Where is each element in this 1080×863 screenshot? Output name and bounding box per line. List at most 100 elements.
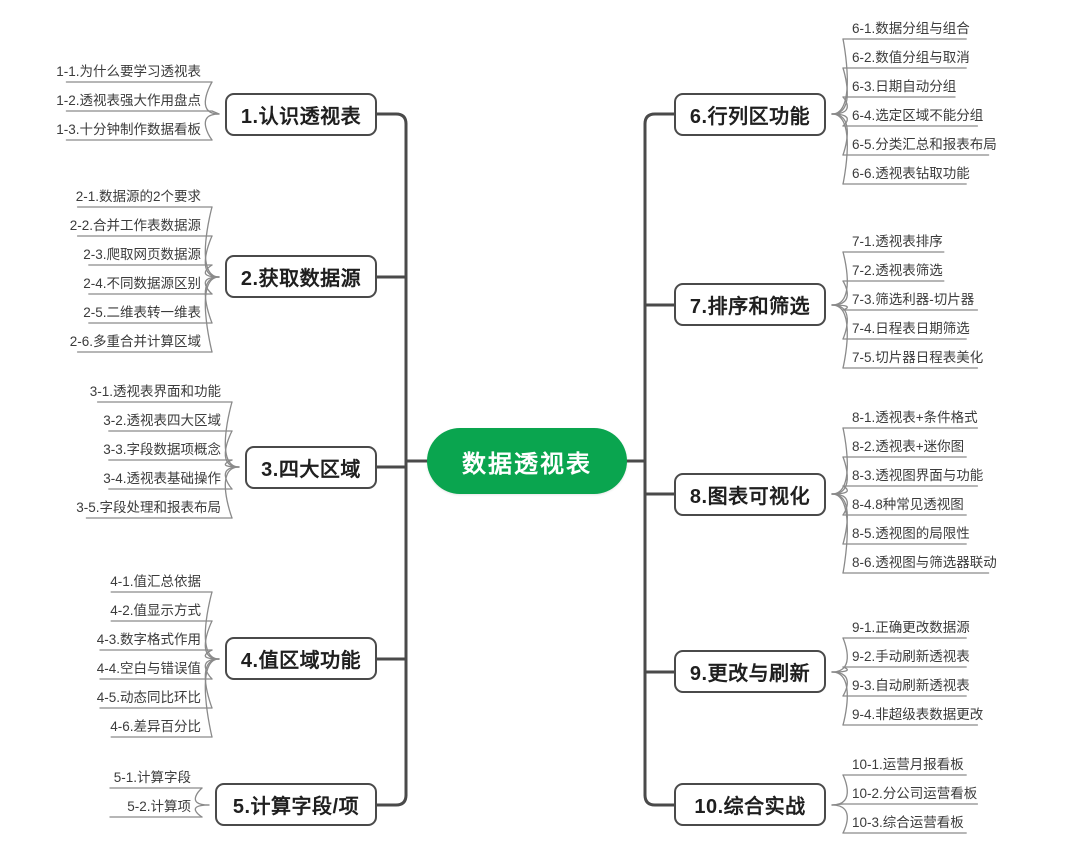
leaf-item[interactable]: 8-3.透视图界面与功能	[852, 468, 984, 483]
leaf-item[interactable]: 6-2.数值分组与取消	[852, 50, 970, 65]
left-leaf-curve-4-4	[204, 658, 220, 680]
leaf-item[interactable]: 5-1.计算字段	[113, 770, 191, 785]
leaf-item[interactable]: 1-1.为什么要学习透视表	[56, 64, 201, 79]
right-leaf-curve-5-3	[831, 804, 848, 834]
leaf-item[interactable]: 7-3.筛选利器-切片器	[852, 292, 975, 307]
left-leaf-curve-4-1	[204, 591, 220, 660]
leaf-item[interactable]: 3-4.透视表基础操作	[103, 471, 221, 486]
leaf-item[interactable]: 4-3.数字格式作用	[96, 632, 201, 647]
leaf-item[interactable]: 2-4.不同数据源区别	[83, 276, 201, 291]
leaf-item[interactable]: 8-6.透视图与筛选器联动	[852, 555, 997, 570]
left-leaf-curve-1-1	[204, 81, 220, 115]
left-leaf-curve-2-2	[204, 235, 220, 278]
left-leaf-curve-3-5	[224, 466, 240, 519]
branch-node-1[interactable]: 6.行列区功能	[674, 93, 826, 136]
branch-node-5[interactable]: 5.计算字段/项	[215, 783, 377, 826]
left-leaf-curve-5-2	[194, 804, 210, 818]
leaf-item[interactable]: 8-4.8种常见透视图	[852, 497, 964, 512]
leaf-item[interactable]: 3-3.字段数据项概念	[103, 442, 221, 457]
right-leaf-curve-2-3	[831, 304, 848, 311]
right-branch-link-1	[643, 112, 676, 126]
right-leaf-curve-1-4	[831, 113, 848, 127]
leaf-item[interactable]: 8-5.透视图的局限性	[852, 526, 970, 541]
right-leaf-curve-2-4	[831, 304, 848, 340]
leaf-item[interactable]: 7-5.切片器日程表美化	[852, 350, 984, 365]
leaf-item[interactable]: 4-2.值显示方式	[110, 603, 201, 618]
right-leaf-curve-2-2	[831, 280, 848, 306]
right-leaf-curve-4-3	[831, 671, 848, 697]
left-leaf-curve-3-1	[224, 401, 240, 468]
right-leaf-curve-1-3	[831, 96, 848, 115]
branch-node-4[interactable]: 4.值区域功能	[225, 637, 377, 680]
branch-node-2[interactable]: 2.获取数据源	[225, 255, 377, 298]
leaf-item[interactable]: 4-4.空白与错误值	[96, 661, 201, 676]
leaf-item[interactable]: 10-2.分公司运营看板	[852, 786, 978, 801]
leaf-item[interactable]: 6-5.分类汇总和报表布局	[852, 137, 997, 152]
right-leaf-curve-5-1	[831, 774, 848, 806]
left-leaf-curve-3-2	[224, 430, 240, 468]
right-leaf-curve-2-5	[831, 304, 848, 369]
leaf-item[interactable]: 2-3.爬取网页数据源	[83, 247, 201, 262]
leaf-item[interactable]: 4-6.差异百分比	[110, 719, 201, 734]
branch-node-1[interactable]: 1.认识透视表	[225, 93, 377, 136]
leaf-item[interactable]: 1-2.透视表强大作用盘点	[56, 93, 201, 108]
left-leaf-curve-4-2	[204, 620, 220, 660]
leaf-item[interactable]: 6-1.数据分组与组合	[852, 21, 970, 36]
leaf-item[interactable]: 5-2.计算项	[127, 799, 191, 814]
left-leaf-curve-2-3	[204, 264, 220, 278]
right-leaf-curve-3-2	[831, 456, 848, 495]
left-branch-link-1	[375, 112, 408, 126]
right-leaf-curve-4-1	[831, 637, 848, 673]
leaf-item[interactable]: 2-1.数据源的2个要求	[75, 189, 201, 204]
leaf-item[interactable]: 10-1.运营月报看板	[852, 757, 964, 772]
left-leaf-curve-2-4	[204, 276, 220, 295]
left-leaf-curve-1-3	[204, 113, 220, 141]
right-leaf-curve-1-5	[831, 113, 848, 156]
right-leaf-curve-3-6	[831, 493, 848, 574]
branch-node-4[interactable]: 9.更改与刷新	[674, 650, 826, 693]
right-leaf-curve-3-4	[831, 493, 848, 516]
branch-node-3[interactable]: 8.图表可视化	[674, 473, 826, 516]
leaf-item[interactable]: 7-1.透视表排序	[852, 234, 943, 249]
branch-node-5[interactable]: 10.综合实战	[674, 783, 826, 826]
leaf-item[interactable]: 8-1.透视表+条件格式	[852, 410, 978, 425]
leaf-item[interactable]: 1-3.十分钟制作数据看板	[56, 122, 201, 137]
root-node[interactable]: 数据透视表	[427, 428, 627, 494]
right-leaf-curve-1-1	[831, 38, 848, 115]
leaf-item[interactable]: 9-3.自动刷新透视表	[852, 678, 970, 693]
leaf-item[interactable]: 6-6.透视表钻取功能	[852, 166, 970, 181]
leaf-item[interactable]: 4-1.值汇总依据	[110, 574, 201, 589]
right-leaf-curve-3-5	[831, 493, 848, 545]
left-leaf-curve-4-3	[204, 649, 220, 660]
right-leaf-curve-5-2	[831, 803, 844, 806]
leaf-item[interactable]: 2-5.二维表转一维表	[83, 305, 201, 320]
right-branch-link-5	[643, 793, 676, 807]
leaf-item[interactable]: 7-2.透视表筛选	[852, 263, 943, 278]
leaf-item[interactable]: 9-2.手动刷新透视表	[852, 649, 970, 664]
leaf-item[interactable]: 4-5.动态同比环比	[96, 690, 201, 705]
leaf-item[interactable]: 9-1.正确更改数据源	[852, 620, 970, 635]
left-leaf-curve-5-1	[194, 787, 210, 806]
right-leaf-curve-4-4	[831, 671, 848, 726]
leaf-item[interactable]: 3-5.字段处理和报表布局	[76, 500, 221, 515]
leaf-item[interactable]: 6-3.日期自动分组	[852, 79, 957, 94]
leaf-item[interactable]: 2-2.合并工作表数据源	[69, 218, 201, 233]
left-leaf-curve-3-3	[224, 459, 240, 468]
leaf-item[interactable]: 7-4.日程表日期筛选	[852, 321, 970, 336]
right-leaf-curve-4-2	[831, 666, 848, 673]
leaf-item[interactable]: 9-4.非超级表数据更改	[852, 707, 984, 722]
leaf-item[interactable]: 3-1.透视表界面和功能	[89, 384, 221, 399]
leaf-item[interactable]: 8-2.透视表+迷你图	[852, 439, 965, 454]
left-leaf-curve-4-5	[204, 658, 220, 709]
branch-node-2[interactable]: 7.排序和筛选	[674, 283, 826, 326]
branch-node-3[interactable]: 3.四大区域	[245, 446, 377, 489]
left-leaf-curve-3-4	[224, 466, 240, 490]
leaf-item[interactable]: 6-4.选定区域不能分组	[852, 108, 984, 123]
right-leaf-curve-3-1	[831, 427, 848, 495]
leaf-item[interactable]: 2-6.多重合并计算区域	[69, 334, 201, 349]
left-leaf-curve-2-1	[204, 206, 220, 278]
leaf-item[interactable]: 3-2.透视表四大区域	[103, 413, 221, 428]
leaf-item[interactable]: 10-3.综合运营看板	[852, 815, 964, 830]
right-leaf-curve-2-1	[831, 251, 848, 306]
